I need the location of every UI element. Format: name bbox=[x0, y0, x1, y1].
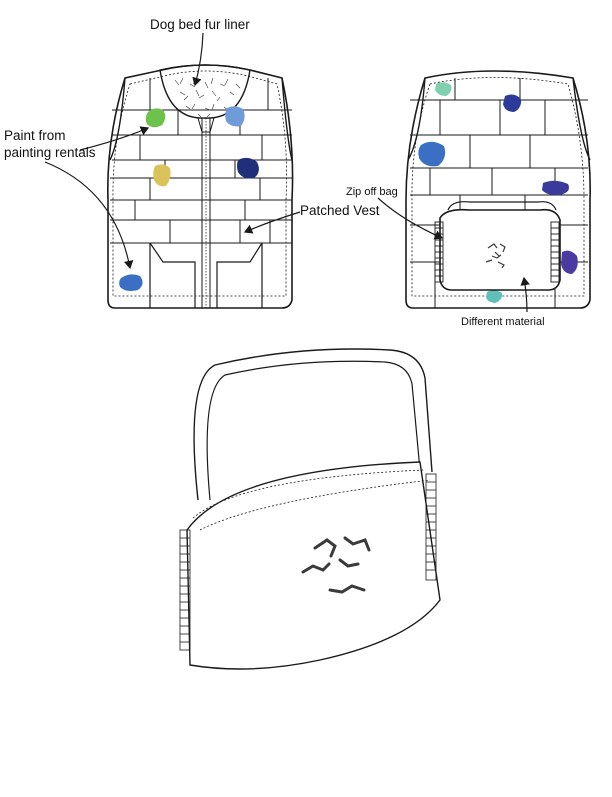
zipper-icon bbox=[434, 221, 560, 283]
zip-off-bag bbox=[434, 201, 561, 291]
arrow-icon bbox=[520, 276, 530, 313]
bag-strap bbox=[193, 348, 433, 501]
vest-back-outline bbox=[405, 70, 591, 309]
arrow-icon bbox=[79, 126, 150, 151]
arrow-icon bbox=[377, 197, 444, 240]
arrow-icon bbox=[243, 211, 301, 234]
label-fur-liner: Dog bed fur liner bbox=[150, 17, 250, 32]
arrow-icon bbox=[192, 32, 204, 87]
arrow-icon bbox=[44, 161, 134, 270]
zipper-icon bbox=[197, 117, 215, 309]
fur-liner-collar bbox=[159, 64, 251, 119]
large-bag bbox=[179, 348, 441, 670]
annotation-arrows bbox=[44, 32, 530, 313]
logo-icon bbox=[301, 536, 371, 594]
vest-front bbox=[107, 64, 294, 309]
paint-splotches-front bbox=[119, 106, 259, 291]
label-zip-off-bag: Zip off bag bbox=[346, 186, 398, 198]
label-different-material: Different material bbox=[461, 316, 545, 328]
vest-front-outline bbox=[107, 64, 294, 309]
label-paint-line1: Paint from bbox=[4, 128, 66, 143]
logo-icon bbox=[485, 243, 506, 269]
zipper-icon bbox=[179, 473, 437, 651]
label-patched-vest: Patched Vest bbox=[300, 203, 380, 218]
vest-back bbox=[405, 70, 591, 309]
label-paint-line2: painting rentals bbox=[4, 145, 96, 160]
paint-splotches-back bbox=[418, 82, 578, 303]
